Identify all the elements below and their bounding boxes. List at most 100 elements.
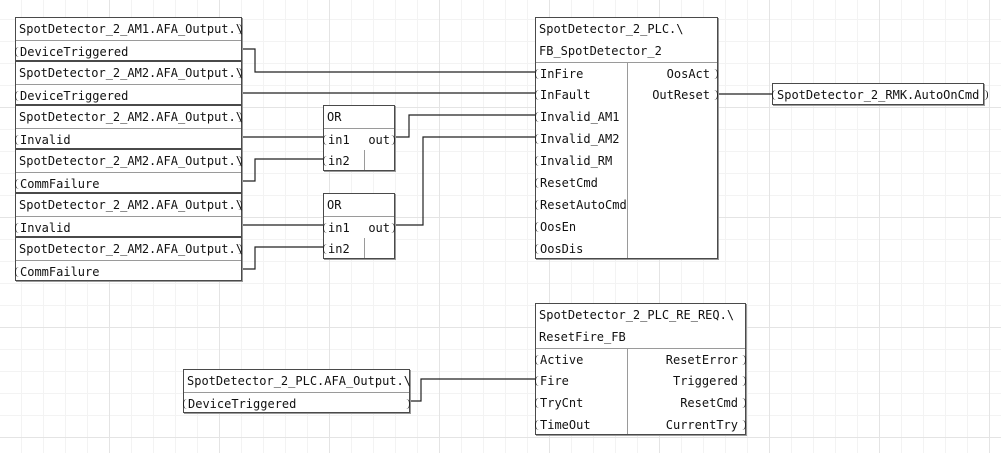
connector-right — [742, 398, 746, 408]
function-block-resetfire[interactable]: SpotDetector_2_PLC_RE_REQ.\ ResetFire_FB… — [535, 303, 746, 435]
connector-right — [238, 244, 242, 254]
or-gate-title: OR — [327, 198, 342, 212]
connector-left — [323, 223, 327, 233]
connector-left — [535, 178, 539, 188]
connector-left — [15, 223, 19, 233]
pin-invalid-am1: Invalid_AM1 — [540, 110, 620, 124]
connector-left — [535, 112, 539, 122]
connector-left — [15, 267, 19, 277]
divider — [627, 348, 628, 434]
connector-right — [714, 90, 718, 100]
input-var-block-5[interactable]: SpotDetector_2_AM2.AFA_Output.\ Invalid — [15, 193, 243, 237]
output-var-block[interactable]: SpotDetector_2_RMK.AutoOnCmd — [772, 83, 988, 105]
connector-left — [183, 399, 187, 409]
input-var-name: CommFailure — [20, 265, 100, 279]
input-var-block-1[interactable]: SpotDetector_2_AM1.AFA_Output.\ DeviceTr… — [15, 17, 243, 61]
input-var-path: SpotDetector_2_AM2.AFA_Output.\ — [19, 66, 243, 80]
input-var-path: SpotDetector_2_AM2.AFA_Output.\ — [19, 154, 243, 168]
wire-commfailure-to-or1-in2 — [241, 158, 323, 182]
connector-left — [323, 244, 327, 254]
pin-infire: InFire — [540, 67, 584, 81]
or-gate-title: OR — [327, 110, 342, 124]
input-var-block-2[interactable]: SpotDetector_2_AM2.AFA_Output.\ DeviceTr… — [15, 61, 243, 105]
pin-outreset: OutReset — [652, 88, 710, 102]
divider — [627, 62, 628, 258]
connector-right — [238, 200, 242, 210]
pin-oosact: OosAct — [666, 67, 710, 81]
divider — [364, 150, 365, 170]
input-var-path: SpotDetector_2_AM2.AFA_Output.\ — [19, 198, 243, 212]
pin-in1: in1 — [328, 221, 350, 235]
wire-am1-devicetriggered-to-infire — [241, 48, 535, 73]
divider — [364, 238, 365, 258]
connector-left — [535, 90, 539, 100]
connector-left — [535, 156, 539, 166]
connector-left — [535, 420, 539, 430]
pin-currenttry: CurrentTry — [665, 418, 738, 432]
connector-left — [535, 69, 539, 79]
input-var-block-3[interactable]: SpotDetector_2_AM2.AFA_Output.\ Invalid — [15, 105, 243, 149]
pin-out: out — [368, 133, 390, 147]
input-var-name: Invalid — [20, 133, 71, 147]
connector-left — [535, 134, 539, 144]
input-var-block-4[interactable]: SpotDetector_2_AM2.AFA_Output.\ CommFail… — [15, 149, 243, 193]
connector-left — [772, 90, 776, 100]
pin-resetcmd: ResetCmd — [540, 176, 598, 190]
wire-commfailure-to-or2-in2 — [241, 246, 323, 270]
connector-right — [742, 355, 746, 365]
pin-in2: in2 — [328, 242, 350, 256]
pin-in2: in2 — [328, 154, 350, 168]
input-var-path: SpotDetector_2_AM2.AFA_Output.\ — [19, 110, 243, 124]
input-var-block-6[interactable]: SpotDetector_2_AM2.AFA_Output.\ CommFail… — [15, 237, 243, 281]
connector-right — [984, 90, 988, 100]
connector-left — [535, 244, 539, 254]
pin-oosdis: OosDis — [540, 242, 584, 256]
input-var-path: SpotDetector_2_AM1.AFA_Output.\ — [19, 22, 243, 36]
pin-infault: InFault — [540, 88, 591, 102]
fb-instance-name: SpotDetector_2_PLC_RE_REQ.\ — [539, 308, 735, 322]
pin-fire: Fire — [540, 374, 569, 388]
pin-trycnt: TryCnt — [540, 396, 584, 410]
connector-left — [15, 135, 19, 145]
pin-invalid-am2: Invalid_AM2 — [540, 132, 620, 146]
pin-resetautocmd: ResetAutoCmd — [540, 198, 627, 212]
wire-or2-out-to-invalid-am2 — [395, 136, 535, 226]
function-block-spotdetector[interactable]: SpotDetector_2_PLC.\ FB_SpotDetector_2 I… — [535, 17, 718, 259]
connector-right — [714, 69, 718, 79]
pin-invalid-rm: Invalid_RM — [540, 154, 613, 168]
pin-oosen: OosEn — [540, 220, 577, 234]
connector-left — [323, 156, 327, 166]
output-var-name: SpotDetector_2_RMK.AutoOnCmd — [777, 88, 980, 102]
wire-or1-out-to-invalid-am1 — [395, 114, 535, 138]
input-var-name: Invalid — [20, 221, 71, 235]
connector-left — [15, 179, 19, 189]
input-var-name: CommFailure — [20, 177, 100, 191]
or-gate-2[interactable]: OR in1 out in2 — [323, 193, 395, 259]
pin-resetcmd-out: ResetCmd — [680, 396, 738, 410]
fb-type-name: ResetFire_FB — [539, 330, 626, 344]
pin-out: out — [368, 221, 390, 235]
connector-left — [535, 200, 539, 210]
input-var-name: DeviceTriggered — [20, 89, 129, 103]
pin-reseterror: ResetError — [665, 353, 738, 367]
connector-right — [238, 24, 242, 34]
connector-right — [238, 112, 242, 122]
input-var-name: DeviceTriggered — [20, 45, 129, 59]
connector-left — [535, 376, 539, 386]
input-var-name: DeviceTriggered — [188, 397, 297, 411]
pin-triggered: Triggered — [672, 374, 738, 388]
input-var-block-7[interactable]: SpotDetector_2_PLC.AFA_Output.\ DeviceTr… — [183, 369, 411, 413]
connector-right — [238, 68, 242, 78]
connector-right — [391, 223, 395, 233]
connector-left — [535, 355, 539, 365]
fb-instance-name: SpotDetector_2_PLC.\ — [539, 22, 684, 36]
wire-devicetriggered-to-fire — [410, 378, 535, 402]
fb-type-name: FB_SpotDetector_2 — [539, 44, 662, 58]
connector-right — [742, 376, 746, 386]
input-var-path: SpotDetector_2_PLC.AFA_Output.\ — [187, 374, 411, 388]
connector-right — [742, 420, 746, 430]
connector-left — [535, 222, 539, 232]
pin-active: Active — [540, 353, 584, 367]
connector-left — [15, 47, 19, 57]
